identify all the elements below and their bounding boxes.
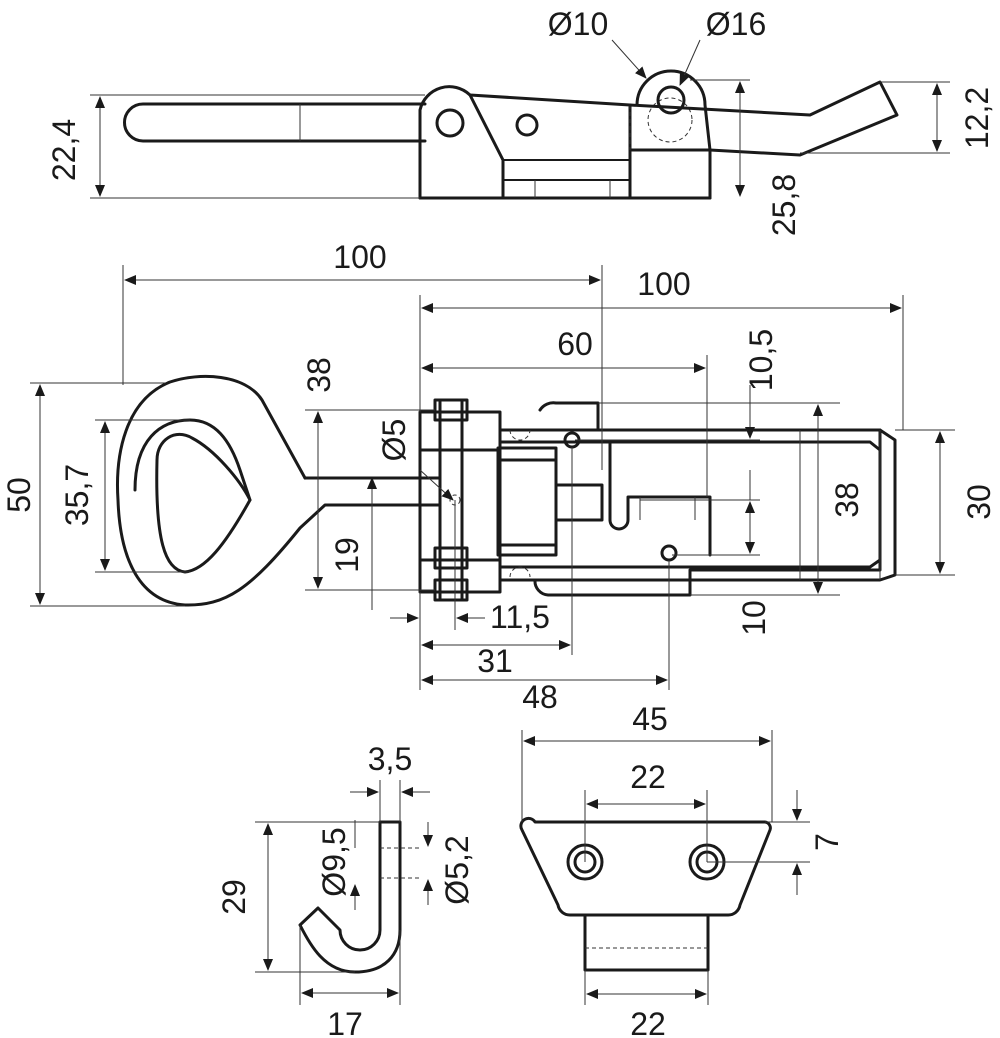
side-eye-hole xyxy=(656,85,686,115)
dim-258: 25,8 xyxy=(766,174,802,236)
plan-rivet-bottom xyxy=(660,544,678,562)
plan-handle-inner xyxy=(133,418,252,502)
dim-100-right: 100 xyxy=(637,266,690,302)
plan-clamp xyxy=(496,446,558,557)
dim-224: 22,4 xyxy=(46,119,82,181)
dim-d16: Ø16 xyxy=(706,6,766,42)
plate-dim-22-bottom: 22 xyxy=(630,1006,666,1038)
plate-tab xyxy=(583,913,710,972)
dim-d10: Ø10 xyxy=(548,6,608,42)
dim-122: 12,2 xyxy=(959,87,995,149)
side-view: 22,4 12,2 25,8 Ø10 Ø16 xyxy=(46,6,995,236)
dim-105: 10,5 xyxy=(743,329,779,391)
hook-dim-17: 17 xyxy=(327,1006,363,1038)
dim-38-right: 38 xyxy=(829,482,865,518)
side-eye-hidden xyxy=(647,97,693,143)
hook-dim-95: Ø9,5 xyxy=(316,827,352,896)
hook-dim-29: 29 xyxy=(216,879,252,915)
plate-dim-45: 45 xyxy=(632,701,668,737)
plan-view: 100 100 60 10,5 10 38 30 50 xyxy=(1,239,997,715)
plate-dim-7: 7 xyxy=(809,833,845,851)
dim-50: 50 xyxy=(1,477,37,513)
side-pivot-body xyxy=(418,85,632,200)
dim-30: 30 xyxy=(961,484,997,520)
dim-31: 31 xyxy=(477,643,513,679)
dim-100-left: 100 xyxy=(333,239,386,275)
dim-357: 35,7 xyxy=(59,464,95,526)
plan-handle-outer xyxy=(116,374,442,607)
dim-d5: Ø5 xyxy=(376,419,412,462)
side-lever xyxy=(628,80,899,157)
dim-115: 11,5 xyxy=(490,599,550,635)
side-handle-loop xyxy=(123,102,427,143)
plate-dim-22-top: 22 xyxy=(630,759,666,795)
plate-outline xyxy=(519,816,772,917)
plan-pin-bottom xyxy=(433,546,469,570)
side-eye xyxy=(635,69,712,152)
dim-60: 60 xyxy=(557,326,593,362)
plan-hinge-block xyxy=(418,410,502,594)
plan-clamp-tongue xyxy=(554,483,604,522)
plan-handle-inner-2 xyxy=(155,432,252,574)
plate-view: 45 22 7 22 xyxy=(519,701,845,1038)
plan-base-plate xyxy=(533,401,882,597)
side-pivot-hole xyxy=(435,108,465,138)
dim-38-left: 38 xyxy=(301,357,337,393)
side-rivet xyxy=(515,113,539,137)
hook-dim-35: 3,5 xyxy=(368,741,412,777)
hook-profile xyxy=(298,820,402,974)
hook-dim-52: Ø5,2 xyxy=(439,835,475,904)
side-latch-bracket xyxy=(628,148,712,200)
dim-19: 19 xyxy=(329,537,365,573)
side-lever-edge xyxy=(468,93,505,200)
dim-10: 10 xyxy=(736,600,772,636)
hook-view: 3,5 Ø9,5 Ø5,2 29 17 xyxy=(216,741,475,1038)
dim-48: 48 xyxy=(522,679,558,715)
